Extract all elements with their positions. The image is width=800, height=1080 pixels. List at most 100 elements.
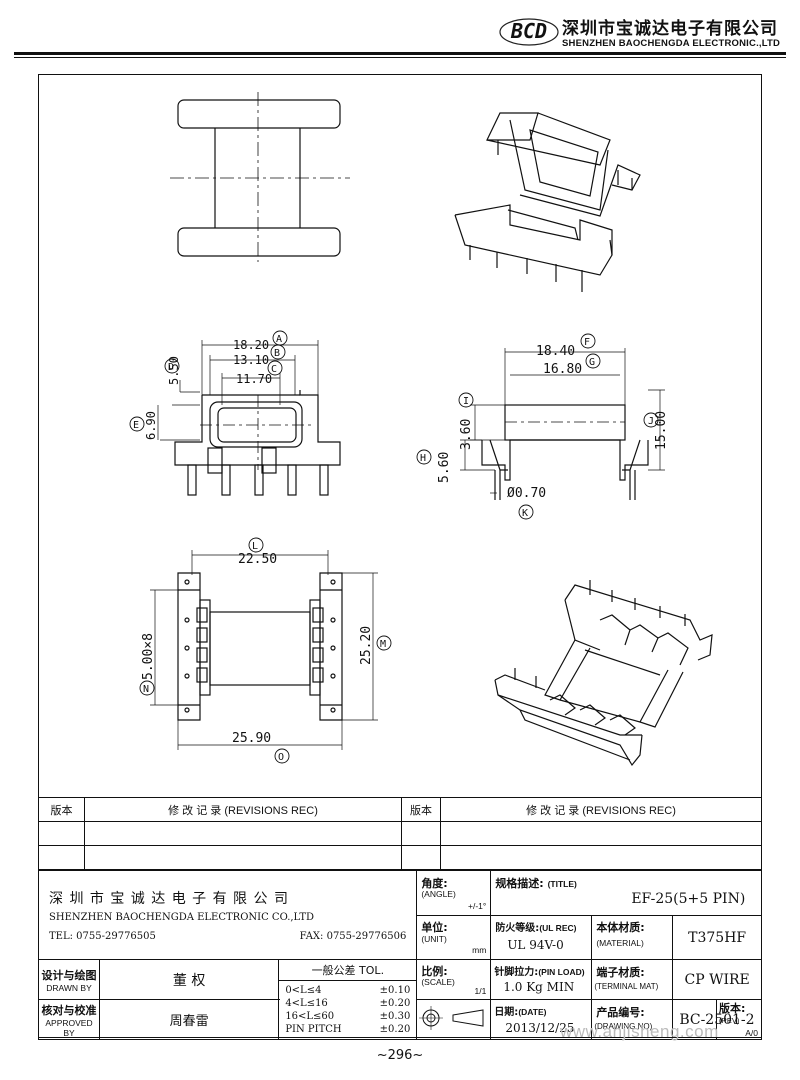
- dimension-labels: 18.20 A 13.10 B 11.70 C 5.50 D 6.90 E 18…: [129, 330, 669, 764]
- dim-J-label: J: [648, 416, 654, 427]
- tb-title-en: (TITLE): [547, 879, 577, 889]
- tb-approved-cn: 核对与校准: [41, 1003, 97, 1017]
- tb-angle-cn: 角度:: [421, 877, 448, 890]
- tb-date-val: 2013/12/25: [505, 1021, 575, 1035]
- tb-title-val: EF-25(5+5 PIN): [631, 891, 746, 907]
- tb-drawn-val: 董 权: [98, 959, 280, 1000]
- tb-title-cn: 规格描述:: [495, 877, 544, 890]
- company-cell: 深 圳 市 宝 诚 达 电 子 有 限 公 司 SHENZHEN BAOCHEN…: [37, 870, 418, 960]
- company-name-cn: 深圳市宝诚达电子有限公司: [562, 19, 778, 39]
- dim-N: 5.00×8: [141, 633, 156, 680]
- tb-rev-en: (REV): [719, 1016, 740, 1025]
- tb-angle-val: +/-1°: [468, 901, 487, 911]
- dim-K: Ø0.70: [507, 486, 546, 501]
- tol-val-0: ±0.10: [379, 985, 411, 996]
- dim-I-label: I: [463, 396, 469, 407]
- dim-B: 13.10: [233, 353, 269, 367]
- page-number: ~296~: [376, 1048, 424, 1063]
- dim-G: 16.80: [543, 362, 582, 377]
- tb-tol-title: 一般公差 TOL.: [279, 962, 417, 981]
- dim-H-label: H: [420, 453, 426, 464]
- tb-terminal-val: CP WIRE: [672, 959, 762, 1000]
- side-view: [460, 348, 665, 500]
- dim-L: 22.50: [238, 552, 277, 567]
- dim-E: 6.90: [144, 411, 158, 440]
- title-block: 深 圳 市 宝 诚 达 电 子 有 限 公 司 SHENZHEN BAOCHEN…: [37, 870, 762, 1040]
- tb-date-en: (DATE): [518, 1007, 547, 1017]
- isometric-view-top: [454, 112, 641, 292]
- tb-material-cn: 本体材质:: [596, 921, 645, 934]
- dim-J: 15.00: [654, 411, 669, 450]
- tb-company-en: SHENZHEN BAOCHENGDA ELECTRONIC CO.,LTD: [49, 912, 315, 923]
- terminal-label-cell: 端子材质: (TERMINAL MAT): [591, 959, 674, 1000]
- dim-F: 18.40: [536, 344, 575, 359]
- watermark: www.ahjisheng.com: [560, 1022, 719, 1041]
- dim-C-label: C: [271, 364, 277, 375]
- tb-drawing-no-en: (DRAWING NO): [594, 1022, 653, 1031]
- dim-I: 3.60: [459, 419, 474, 450]
- dim-O: 25.90: [232, 731, 271, 746]
- tb-scale-en: (SCALE): [421, 977, 455, 987]
- tb-company-cn: 深 圳 市 宝 诚 达 电 子 有 限 公 司: [49, 891, 289, 907]
- tb-material-val: T375HF: [672, 915, 762, 960]
- drawing-no-label-cell: 产品编号: (DRAWING NO): [591, 999, 674, 1040]
- tb-approved-val: 周春雷: [98, 999, 280, 1040]
- dim-D: 5.50: [167, 356, 181, 385]
- dim-M-label: M: [380, 639, 386, 650]
- tb-ul-val: UL 94V-0: [507, 938, 564, 952]
- scale-cell: 比例: (SCALE) 1/1: [416, 959, 492, 1000]
- dim-G-label: G: [589, 357, 595, 368]
- tb-drawing-no-cn: 产品编号:: [596, 1006, 645, 1019]
- dim-F-label: F: [584, 337, 590, 348]
- tb-unit-val: mm: [472, 945, 487, 955]
- pinload-cell: 针脚拉力:(PIN LOAD) 1.0 Kg MIN: [490, 959, 593, 1000]
- tb-pinload-en: (PIN LOAD): [538, 967, 585, 977]
- rev-col3: 版本: [401, 797, 441, 822]
- angle-cell: 角度: (ANGLE) +/-1°: [416, 870, 492, 916]
- tb-scale-val: 1/1: [474, 986, 487, 996]
- tol-range-3: PIN PITCH: [285, 1024, 342, 1035]
- drawing-no-cell: BC-2501-2 版本: (REV) A/0: [672, 999, 762, 1040]
- material-label-cell: 本体材质: (MATERIAL): [591, 915, 674, 960]
- tb-unit-en: (UNIT): [421, 934, 447, 944]
- revisions-table: 版本 修 改 记 录 (REVISIONS REC) 版本 修 改 记 录 (R…: [38, 797, 762, 870]
- dim-E-label: E: [133, 420, 139, 431]
- tb-scale-cn: 比例:: [421, 965, 448, 978]
- projection-symbol: [416, 999, 492, 1040]
- tb-pinload-cn: 针脚拉力:: [494, 967, 539, 978]
- drawn-label-cell: 设计与绘图 DRAWN BY: [38, 959, 100, 1000]
- dim-C: 11.70: [236, 372, 272, 386]
- logo-text: BCD: [510, 19, 547, 43]
- company-name-en: SHENZHEN BAOCHENGDA ELECTRONIC.,LTD: [562, 38, 781, 49]
- dim-L-label: L: [252, 541, 258, 552]
- title-cell: 规格描述: (TITLE) EF-25(5+5 PIN): [490, 870, 762, 916]
- tb-approved-en: APPROVED BY: [45, 1017, 93, 1038]
- dim-D-label: D: [168, 362, 174, 373]
- company-logo: BCD: [499, 18, 559, 46]
- top-view: [170, 92, 350, 262]
- tol-range-1: 4<L≤16: [285, 998, 328, 1009]
- dim-N-label: N: [143, 684, 149, 695]
- tol-val-3: ±0.20: [379, 1024, 411, 1035]
- bottom-view: [150, 550, 378, 750]
- dim-K-label: K: [522, 508, 528, 519]
- tb-ul-cn: 防火等级:: [495, 923, 540, 934]
- tb-rev-val: A/0: [745, 1028, 758, 1038]
- rev-col4: 修 改 记 录 (REVISIONS REC): [440, 797, 762, 822]
- tb-ul-en: (UL REC): [539, 923, 577, 933]
- tol-val-1: ±0.20: [379, 998, 411, 1009]
- unit-cell: 单位: (UNIT) mm: [416, 915, 492, 960]
- dim-A: 18.20: [233, 338, 269, 352]
- tb-material-en: (MATERIAL): [596, 938, 644, 948]
- header-rule-thin: [14, 57, 786, 58]
- tb-drawn-en: DRAWN BY: [46, 982, 92, 993]
- tol-range-0: 0<L≤4: [285, 985, 322, 996]
- date-cell: 日期:(DATE) 2013/12/25: [490, 999, 593, 1040]
- tb-unit-cn: 单位:: [421, 921, 448, 934]
- tb-drawn-cn: 设计与绘图: [41, 968, 97, 982]
- tolerance-cell: 一般公差 TOL. 0<L≤4 ±0.10 4<L≤16 ±0.20 16<L≤60…: [278, 959, 418, 1040]
- tol-range-2: 16<L≤60: [285, 1011, 335, 1022]
- approved-label-cell: 核对与校准 APPROVED BY: [38, 999, 100, 1040]
- tb-fax: FAX: 0755-29776506: [299, 931, 407, 942]
